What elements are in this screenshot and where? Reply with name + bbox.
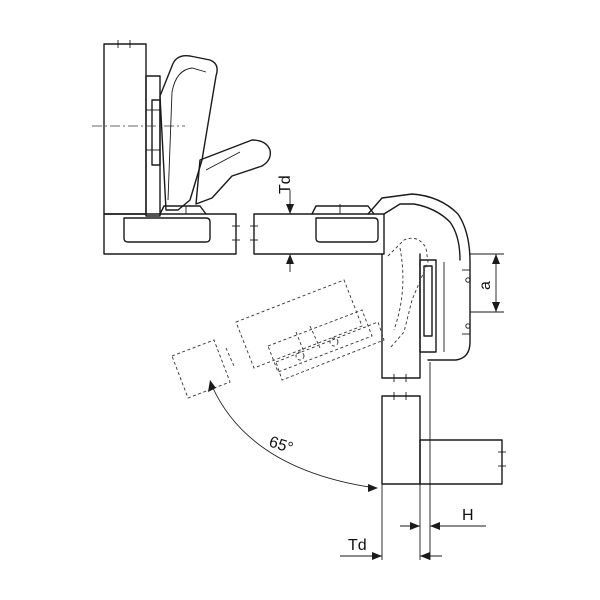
- label-td-top: Td: [277, 175, 294, 194]
- dimension-angle: 65°: [208, 380, 383, 560]
- left-door-panel: [103, 205, 240, 255]
- label-a: a: [477, 281, 494, 290]
- dimension-h: H: [400, 362, 486, 560]
- lower-door-section: [419, 439, 506, 485]
- right-door-panel: [250, 204, 385, 255]
- left-cabinet-side: [103, 40, 147, 215]
- left-hinge-arm-lower: [195, 139, 272, 205]
- dimension-a: a: [470, 253, 504, 313]
- label-angle: 65°: [267, 434, 295, 458]
- hidden-hinge-arm-path: [387, 237, 429, 349]
- left-mounting-plate: [145, 75, 161, 217]
- label-td-bottom: Td: [348, 537, 367, 554]
- hinge-body: [367, 193, 471, 361]
- right-cabinet-side-upper: [381, 253, 421, 382]
- dimension-td-top: Td: [277, 175, 294, 272]
- dimension-td-bottom: Td: [340, 537, 442, 560]
- label-h: H: [462, 507, 474, 524]
- left-hinge-arm-upper: [159, 55, 218, 211]
- right-cabinet-side-lower: [381, 392, 421, 485]
- ghost-door-65deg: [171, 279, 385, 399]
